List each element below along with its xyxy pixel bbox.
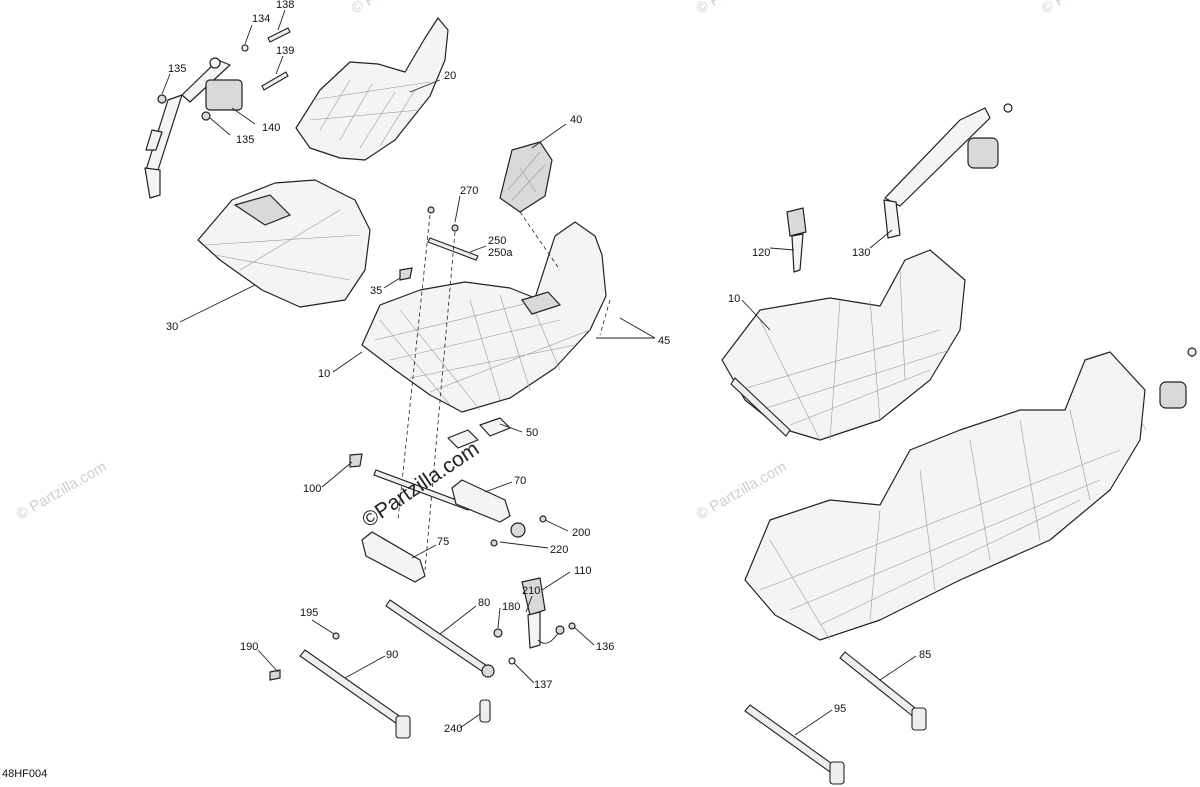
- callout-137: 137: [534, 679, 552, 691]
- assembly-line: [424, 231, 456, 571]
- callout-80: 80: [478, 597, 490, 609]
- callout-110: 110: [574, 565, 592, 577]
- seat-slider-hardware: [349, 453, 547, 583]
- callout-90: 90: [386, 649, 398, 661]
- callout-35: 35: [370, 285, 382, 297]
- leader-lines: [161, 9, 917, 736]
- callout-250: 250: [488, 235, 506, 247]
- callout-139: 139: [276, 45, 294, 57]
- callout-120: 120: [752, 247, 770, 259]
- callout-numbers: 134 138 139 135 140 135 20 40 270 250 25…: [166, 0, 931, 735]
- figure-id: 48HF004: [2, 768, 48, 780]
- callout-134: 134: [252, 13, 270, 25]
- callout-138: 138: [276, 0, 294, 11]
- callout-130: 130: [852, 247, 870, 259]
- seat-belt-assembly: [786, 103, 1013, 273]
- assembly-line: [397, 214, 431, 521]
- watermark-faint: © Partzilla.com: [1039, 0, 1135, 17]
- callout-270: 270: [460, 185, 478, 197]
- callout-10: 10: [318, 368, 330, 380]
- seat-rods: [269, 599, 516, 739]
- seat-belt-retractor: [144, 27, 291, 199]
- headrest-bracket: [499, 141, 553, 213]
- callout-240: 240: [444, 723, 462, 735]
- callout-220: 220: [550, 544, 568, 556]
- assembled-seat-front: [721, 249, 966, 441]
- callout-100: 100: [303, 483, 321, 495]
- backrest-cushion: [295, 17, 449, 161]
- callout-95: 95: [834, 703, 846, 715]
- assembled-seat-rear: [744, 347, 1197, 641]
- seat-belt-buckle: [521, 577, 576, 649]
- callout-10: 10: [728, 293, 740, 305]
- seat-hardware: [399, 206, 479, 281]
- callout-180: 180: [502, 601, 520, 613]
- callout-135: 135: [236, 134, 254, 146]
- watermark-faint: © Partzilla.com: [694, 458, 790, 523]
- callout-200: 200: [572, 527, 590, 539]
- watermark-faint: © Partzilla.com: [14, 458, 110, 523]
- callout-135: 135: [168, 63, 186, 75]
- callout-45: 45: [658, 335, 670, 347]
- callout-75: 75: [437, 536, 449, 548]
- callout-30: 30: [166, 321, 178, 333]
- callout-136: 136: [596, 641, 614, 653]
- callout-70: 70: [514, 475, 526, 487]
- assembly-line: [599, 299, 611, 336]
- callout-40: 40: [570, 114, 582, 126]
- seat-rods-right: [744, 651, 927, 785]
- callout-20: 20: [444, 70, 456, 82]
- callout-140: 140: [262, 122, 280, 134]
- watermark-faint: © Partzilla.com: [349, 0, 445, 17]
- callout-190: 190: [240, 641, 258, 653]
- assembly-line: [519, 211, 561, 271]
- watermark-faint: © Partzilla.com: [694, 0, 790, 17]
- seat-cushion: [197, 179, 371, 308]
- callout-50: 50: [526, 427, 538, 439]
- warning-labels: [447, 417, 511, 449]
- callout-210: 210: [522, 585, 540, 597]
- callout-250a: 250a: [488, 247, 513, 259]
- callout-195: 195: [300, 607, 318, 619]
- callout-85: 85: [919, 649, 931, 661]
- seat-frame: [361, 221, 607, 413]
